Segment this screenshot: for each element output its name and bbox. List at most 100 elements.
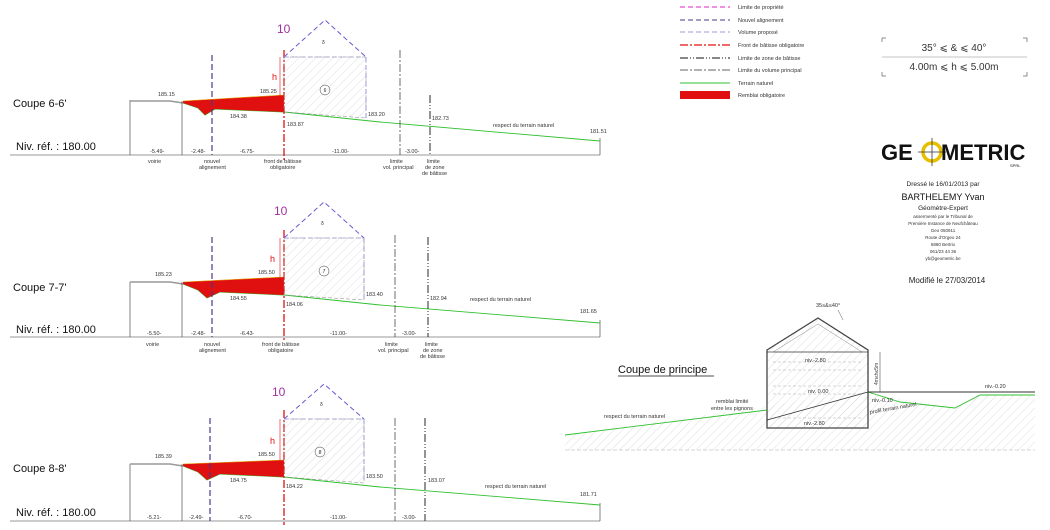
section-title: Coupe 7-7' bbox=[13, 282, 66, 294]
dimension-label: -3.00- bbox=[405, 149, 420, 155]
logo-text-left: GE bbox=[881, 140, 913, 165]
legend-item-front-batisse: Front de bâtisse obligatoire bbox=[680, 43, 804, 49]
legend-label: Front de bâtisse obligatoire bbox=[738, 43, 804, 49]
constraint-box: 35° ⩽ & ⩽ 40° 4.00m ⩽ h ⩽ 5.00m bbox=[881, 37, 1028, 77]
principe-level: niv.-0.10 bbox=[872, 398, 893, 404]
legend-item-volume-propose: Volume proposé bbox=[680, 30, 778, 36]
dimension-label: -11.00- bbox=[332, 149, 349, 155]
altitude-label: 181.51 bbox=[590, 129, 607, 135]
principe-level: niv.-2.80 bbox=[804, 421, 825, 427]
altitude-label: 184.38 bbox=[230, 114, 247, 120]
legend-item-terrain-naturel: Terrain naturel bbox=[680, 81, 773, 87]
dimension-label: -5.49- bbox=[150, 149, 165, 155]
principe-height: 4m≤h≤5m bbox=[874, 363, 880, 385]
legend-item-limite-zone: Limite de zone de bâtisse bbox=[680, 56, 800, 62]
plot-number: 10 bbox=[277, 22, 291, 36]
altitude-label: 185.15 bbox=[158, 92, 175, 98]
legend-label: Terrain naturel bbox=[738, 81, 773, 87]
lot-number: 7 bbox=[323, 269, 326, 275]
firm-line: assermenté par le Tribunal de bbox=[913, 214, 973, 219]
svg-text:δ: δ bbox=[320, 402, 323, 408]
section-coupe-8: Coupe 8-8' Niv. réf. : 180.00 8 δ 10 h 1… bbox=[10, 383, 601, 525]
dimension-label: -5.21- bbox=[147, 515, 162, 521]
respect-label: respect du terrain naturel bbox=[604, 414, 665, 420]
principe-angle: 35≤&≤40° bbox=[816, 303, 840, 309]
surveyor-name: BARTHELEMY Yvan bbox=[901, 192, 984, 202]
axis-label: de bâtisse bbox=[422, 171, 447, 177]
legend: Limite de propriété Nouvel alignement Vo… bbox=[680, 5, 804, 99]
height-marker: h bbox=[270, 254, 275, 264]
axis-label: de zone bbox=[423, 348, 443, 354]
modified-date: Modifié le 27/03/2014 bbox=[909, 276, 986, 285]
dimension-label: -6.75- bbox=[240, 149, 255, 155]
legend-label: Volume proposé bbox=[738, 30, 778, 36]
firm-line: 6880 Bertrix bbox=[931, 242, 956, 247]
reference-level: Niv. réf. : 180.00 bbox=[16, 324, 96, 336]
dimension-label: -2.48- bbox=[191, 149, 206, 155]
altitude-label: 181.65 bbox=[580, 309, 597, 315]
principe-level: niv.-0.20 bbox=[985, 384, 1006, 390]
altitude-label: 182.73 bbox=[432, 116, 449, 122]
altitude-label: 185.50 bbox=[258, 270, 275, 276]
axis-label: front de bâtisse bbox=[262, 342, 300, 348]
axis-label: vol. principal bbox=[383, 165, 414, 171]
principe-title: Coupe de principe bbox=[618, 364, 707, 376]
legend-item-remblai: Remblai obligatoire bbox=[680, 91, 785, 99]
legend-label: Limite de zone de bâtisse bbox=[738, 56, 800, 62]
altitude-label: 183.87 bbox=[287, 122, 304, 128]
altitude-label: 184.22 bbox=[286, 484, 303, 490]
axis-label: obligatoire bbox=[270, 165, 295, 171]
altitude-label: 185.25 bbox=[260, 89, 277, 95]
altitude-label: 185.23 bbox=[155, 272, 172, 278]
respect-label: respect du terrain naturel bbox=[493, 123, 554, 129]
axis-label: limite bbox=[425, 342, 438, 348]
axis-label: vol. principal bbox=[378, 348, 409, 354]
firm-line: Première Instance de Neufchâteau bbox=[908, 221, 978, 226]
axis-label: front de bâtisse bbox=[264, 159, 302, 165]
axis-label: de bâtisse bbox=[420, 354, 445, 360]
altitude-label: 183.50 bbox=[366, 474, 383, 480]
geometric-logo: GE METRIC SPRL bbox=[881, 138, 1025, 168]
altitude-label: 185.39 bbox=[155, 454, 172, 460]
legend-label: Nouvel alignement bbox=[738, 18, 784, 24]
height-marker: h bbox=[272, 72, 277, 82]
legend-label: Remblai obligatoire bbox=[738, 93, 785, 99]
height-constraint: 4.00m ⩽ h ⩽ 5.00m bbox=[909, 62, 998, 73]
principe-level: niv. 0.00 bbox=[808, 389, 828, 395]
altitude-label: 185.50 bbox=[258, 452, 275, 458]
axis-label: alignement bbox=[199, 165, 226, 171]
dimension-label: -2.49- bbox=[189, 515, 204, 521]
axis-label: alignement bbox=[199, 348, 226, 354]
dimension-label: -3.00- bbox=[402, 331, 417, 337]
altitude-label: 184.55 bbox=[230, 296, 247, 302]
reference-level: Niv. réf. : 180.00 bbox=[16, 141, 96, 153]
section-coupe-principe: Coupe de principe 4m≤h≤5m 35≤&≤40° niv.-… bbox=[564, 303, 1035, 451]
axis-label: limite bbox=[390, 159, 403, 165]
principe-level: niv.-2.80 bbox=[805, 358, 826, 364]
altitude-label: 183.07 bbox=[428, 478, 445, 484]
firm-line: Geo 050911 bbox=[931, 228, 956, 233]
firm-line: yb@geometric.be bbox=[925, 256, 961, 261]
altitude-label: 184.06 bbox=[286, 302, 303, 308]
company-block: GE METRIC SPRL Dressé le 16/01/2013 par … bbox=[881, 138, 1025, 285]
axis-label: voirie bbox=[146, 342, 159, 348]
section-title: Coupe 8-8' bbox=[13, 463, 66, 475]
drafted-date: Dressé le 16/01/2013 par bbox=[907, 181, 981, 188]
axis-label: limite bbox=[427, 159, 440, 165]
dimension-label: -6.70- bbox=[238, 515, 253, 521]
legend-item-nouvel-alignement: Nouvel alignement bbox=[680, 18, 784, 24]
dimension-label: -5.50- bbox=[147, 331, 162, 337]
axis-label: nouvel bbox=[204, 159, 220, 165]
dimension-label: -11.00- bbox=[330, 331, 347, 337]
remblai-label: remblai limité bbox=[716, 399, 748, 405]
altitude-label: 182.94 bbox=[430, 296, 447, 302]
logo-text-right: METRIC bbox=[941, 140, 1025, 165]
section-coupe-6: Coupe 6-6' Niv. réf. : 180.00 6 δ 10 h 1… bbox=[10, 19, 607, 177]
remblai-label: entre les pignons bbox=[711, 406, 753, 412]
firm-line: 061/23 44 36 bbox=[930, 249, 957, 254]
firm-line: Route d'Orgeo 24 bbox=[925, 235, 961, 240]
respect-label: respect du terrain naturel bbox=[485, 484, 546, 490]
dimension-label: -2.48- bbox=[191, 331, 206, 337]
